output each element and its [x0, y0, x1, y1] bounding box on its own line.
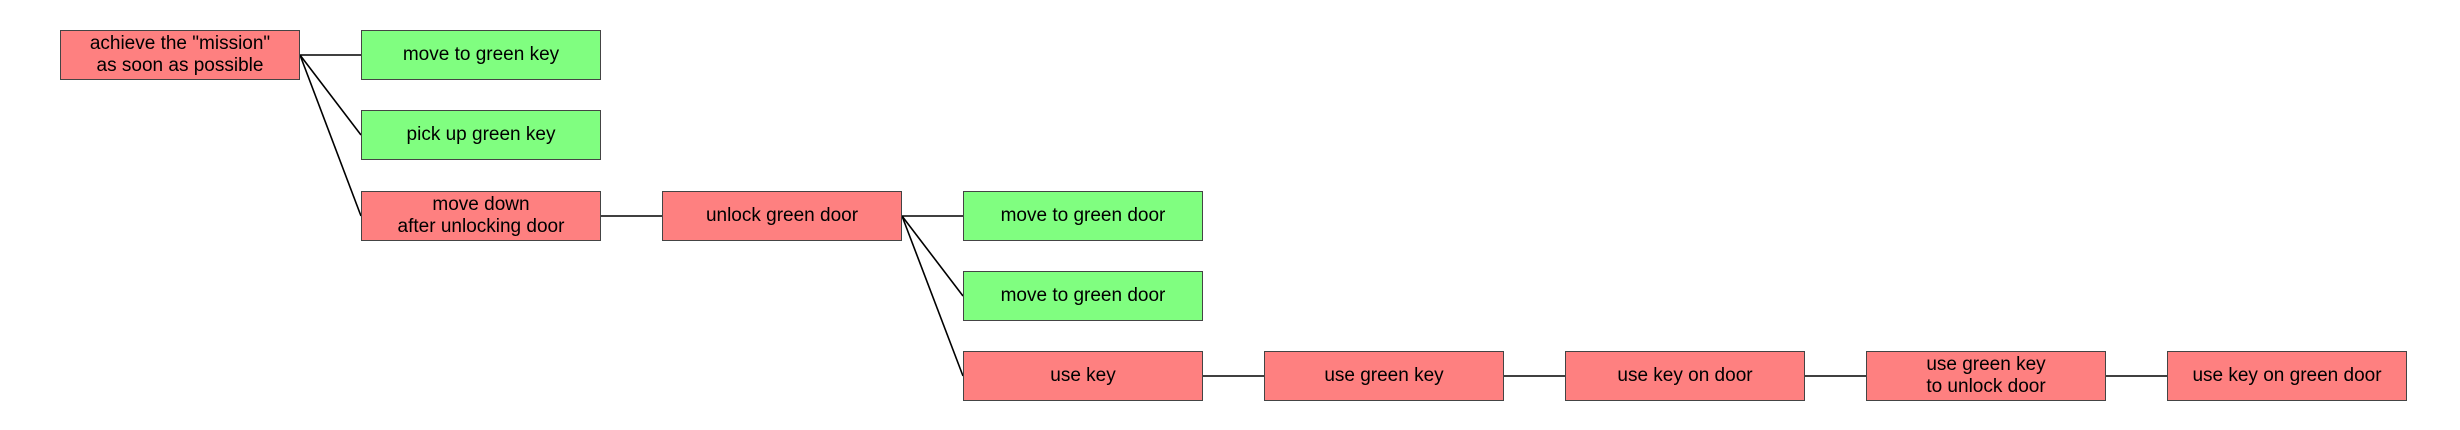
node-use-key: use key — [963, 351, 1203, 401]
node-pick-up-green-key: pick up green key — [361, 110, 601, 160]
node-use-green-key: use green key — [1264, 351, 1504, 401]
node-label: move to green door — [1000, 285, 1166, 306]
node-label: move to green key — [402, 44, 560, 65]
edge-n-4-n-6 — [901, 215, 964, 297]
node-label: move to green door — [1000, 205, 1166, 226]
node-label: pick up green key — [406, 124, 556, 145]
node-label: unlock green door — [705, 205, 859, 226]
node-use-key-on-green-door: use key on green door — [2167, 351, 2407, 401]
edge-n-4-n-7 — [901, 215, 964, 377]
node-move-to-green-door-2: move to green door — [963, 271, 1203, 321]
node-use-green-key-to-unlock-door: use green key to unlock door — [1866, 351, 2106, 401]
node-label: use green key — [1324, 365, 1444, 386]
node-move-to-green-door: move to green door — [963, 191, 1203, 241]
node-move-to-green-key: move to green key — [361, 30, 601, 80]
node-unlock-green-door: unlock green door — [662, 191, 902, 241]
node-move-down-after-unlocking: move down after unlocking door — [361, 191, 601, 241]
node-label: use green key to unlock door — [1926, 354, 2046, 397]
node-use-key-on-door: use key on door — [1565, 351, 1805, 401]
edge-n-root-n-2 — [299, 54, 362, 136]
node-root-goal: achieve the "mission" as soon as possibl… — [60, 30, 300, 80]
node-label: use key on door — [1617, 365, 1753, 386]
node-label: move down after unlocking door — [397, 194, 565, 237]
node-label: use key on green door — [2192, 365, 2382, 386]
node-label: achieve the "mission" as soon as possibl… — [89, 33, 271, 76]
edge-n-root-n-3 — [299, 54, 362, 217]
node-label: use key — [1050, 365, 1116, 386]
